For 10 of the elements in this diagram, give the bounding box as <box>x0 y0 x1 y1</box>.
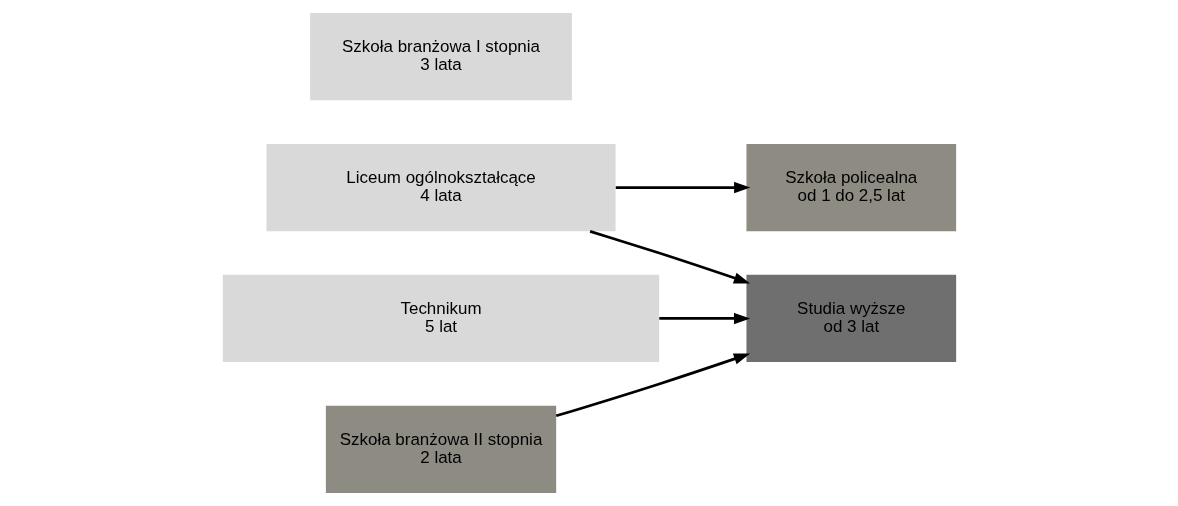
arrow <box>555 353 750 418</box>
arrow <box>589 230 750 284</box>
node-box: Liceum ogólnokształcące 4 lata <box>266 143 616 232</box>
node-box: Szkoła policealna od 1 do 2,5 lat <box>745 143 956 232</box>
arrow <box>658 312 750 325</box>
node-box: Studia wyższe od 3 lat <box>745 274 956 363</box>
node-box: Szkoła branżowa I stopnia 3 lata <box>309 13 572 101</box>
arrow <box>615 181 750 194</box>
node-box: Technikum 5 lat <box>222 274 659 363</box>
node-box: Szkoła branżowa II stopnia 2 lata <box>325 405 556 493</box>
